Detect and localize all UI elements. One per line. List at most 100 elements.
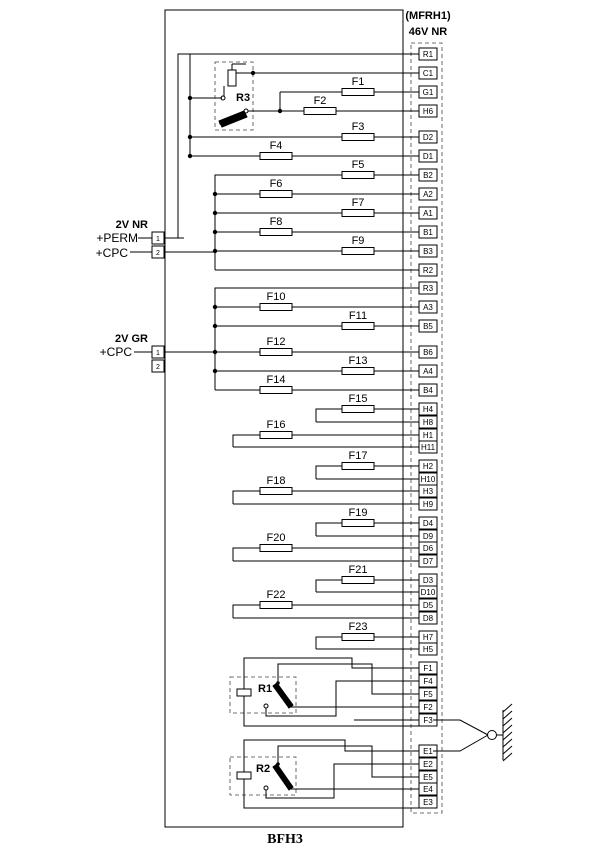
- fuse-f11: F11: [341, 310, 375, 330]
- terminal-label: H8: [423, 418, 434, 427]
- connector-strip: [410, 42, 443, 814]
- terminal-label: H1: [423, 431, 434, 440]
- group-c-wiring: [164, 287, 419, 391]
- pin-number: 2: [156, 250, 160, 257]
- terminal-d10: D10: [418, 585, 438, 599]
- terminal-column: R1C1G1H6D2D1B2A2A1B1B3R2R3A3B5B6A4B4H4H8…: [418, 47, 438, 809]
- fuse-label: F11: [349, 310, 367, 322]
- board-outline: [164, 9, 404, 828]
- fuse-f15: F15: [341, 393, 375, 413]
- fuse-label: F9: [352, 235, 365, 247]
- fuse-f9: F9: [341, 235, 375, 255]
- terminal-label: B1: [423, 228, 433, 237]
- terminal-d5: D5: [418, 598, 438, 612]
- terminal-label: F2: [423, 703, 433, 712]
- terminal-label: H9: [423, 500, 434, 509]
- fuse-f16: F16: [259, 419, 293, 439]
- terminal-label: A1: [423, 209, 433, 218]
- terminal-e5: E5: [418, 770, 438, 784]
- connector-label: (MFRH1): [405, 10, 451, 22]
- terminal-label: B2: [423, 171, 433, 180]
- fuse-f1: F1: [341, 76, 375, 96]
- terminal-label: D9: [423, 532, 434, 541]
- terminal-label: R3: [423, 284, 434, 293]
- relay-r2-label: R2: [256, 763, 270, 775]
- relay-r3: R3: [214, 61, 419, 131]
- terminal-label: B4: [423, 386, 433, 395]
- terminal-b6: B6: [418, 345, 438, 359]
- fuse-f22: F22: [259, 589, 293, 609]
- terminal-h2: H2: [418, 459, 438, 473]
- pin-number: 1: [156, 350, 160, 357]
- cpc-signal-label: +CPC: [96, 246, 129, 260]
- fuse-label: F10: [267, 291, 286, 303]
- fuse-f4: F4: [259, 140, 293, 160]
- fuse-label: F17: [349, 450, 368, 462]
- fuse-label: F15: [349, 393, 368, 405]
- terminal-label: A4: [423, 367, 433, 376]
- terminal-a1: A1: [418, 206, 438, 220]
- terminal-e4: E4: [418, 782, 438, 796]
- lower-fuse-pairs: [232, 408, 419, 650]
- gr-cpc-signal-label: +CPC: [100, 345, 133, 359]
- terminal-label: E3: [423, 798, 433, 807]
- terminal-r2: R2: [418, 263, 438, 277]
- terminal-label: D3: [423, 576, 434, 585]
- fuse-label: F3: [352, 121, 365, 133]
- relay-contact-icon: [272, 682, 294, 709]
- terminal-d7: D7: [418, 554, 438, 568]
- terminal-f1: F1: [418, 661, 438, 675]
- fuse-f18: F18: [259, 475, 293, 495]
- terminal-h8: H8: [418, 415, 438, 429]
- terminal-h7: H7: [418, 630, 438, 644]
- terminal-f2: F2: [418, 700, 438, 714]
- terminal-d2: D2: [418, 130, 438, 144]
- terminal-label: E5: [423, 773, 433, 782]
- terminal-a3: A3: [418, 300, 438, 314]
- fuse-label: F7: [352, 197, 365, 209]
- ground-icon: [502, 703, 513, 762]
- fuse-label: F20: [267, 532, 286, 544]
- terminal-a4: A4: [418, 364, 438, 378]
- fuse-f13: F13: [341, 355, 375, 375]
- terminal-label: E2: [423, 760, 433, 769]
- terminal-label: F1: [423, 664, 433, 673]
- terminal-label: D7: [423, 557, 434, 566]
- terminal-label: H6: [423, 107, 434, 116]
- terminal-label: D10: [421, 588, 436, 597]
- terminal-label: D8: [423, 614, 434, 623]
- gr-group-label: 2V GR: [115, 333, 148, 345]
- terminal-b2: B2: [418, 168, 438, 182]
- fuse-label: F21: [349, 564, 368, 576]
- terminal-d3: D3: [418, 573, 438, 587]
- terminal-label: H5: [423, 645, 434, 654]
- pin-number: 2: [156, 364, 160, 371]
- terminal-h6: H6: [418, 104, 438, 118]
- fuse-label: F8: [270, 216, 283, 228]
- terminal-d6: D6: [418, 541, 438, 555]
- relay-r1-label: R1: [258, 683, 272, 695]
- terminal-label: C1: [423, 69, 434, 78]
- terminal-label: A2: [423, 190, 433, 199]
- fuse-label: F16: [267, 419, 286, 431]
- ground-connection: [433, 703, 513, 762]
- board-title: BFH3: [267, 832, 303, 847]
- terminal-label: G1: [423, 88, 434, 97]
- relay-coil-icon: [227, 69, 237, 87]
- fuse-f5: F5: [341, 159, 375, 179]
- fuse-label: F1: [352, 76, 365, 88]
- terminal-label: A3: [423, 303, 433, 312]
- terminal-f5: F5: [418, 687, 438, 701]
- terminal-a2: A2: [418, 187, 438, 201]
- terminal-h5: H5: [418, 642, 438, 656]
- fuse-f7: F7: [341, 197, 375, 217]
- relay-contact-icon: [218, 110, 248, 128]
- terminal-h9: H9: [418, 497, 438, 511]
- terminal-g1: G1: [418, 85, 438, 99]
- fuse-label: F6: [270, 178, 283, 190]
- terminal-label: B5: [423, 322, 433, 331]
- terminal-label: B3: [423, 247, 433, 256]
- fuse-label: F14: [267, 374, 286, 386]
- fuse-label: F4: [270, 140, 283, 152]
- perm-bus-wiring: [164, 53, 419, 239]
